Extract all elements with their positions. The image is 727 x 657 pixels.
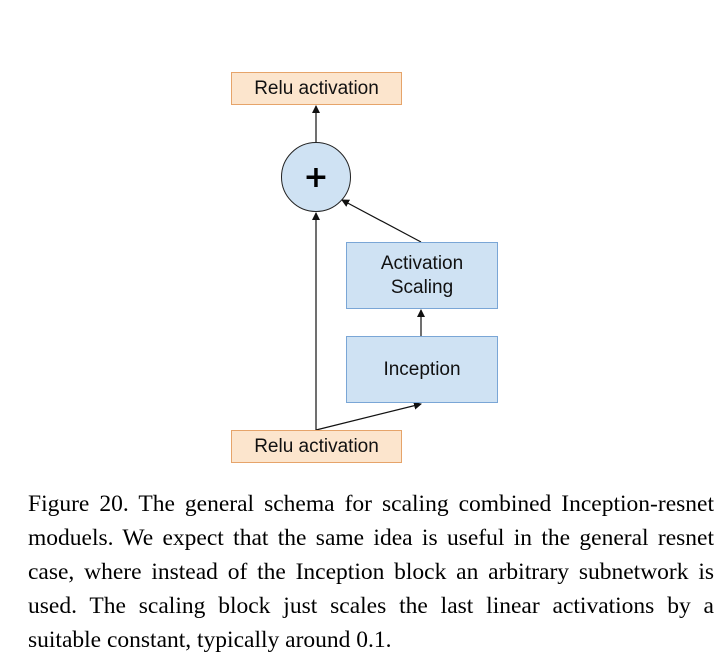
edges: [312, 105, 425, 431]
edge-relu-to-inception: [315, 401, 422, 431]
relu-activation-top-label: Relu activation: [254, 77, 379, 99]
figure-caption: Figure 20. The general schema for scalin…: [28, 491, 714, 653]
inception-label: Inception: [383, 358, 461, 380]
edge-scaling-to-add: [341, 199, 422, 243]
activation-scaling-label: Activation Scaling: [380, 252, 464, 298]
activation-scaling-block: Activation Scaling: [346, 242, 498, 309]
relu-activation-top: Relu activation: [231, 72, 402, 105]
relu-activation-bottom-label: Relu activation: [254, 435, 379, 457]
relu-activation-bottom: Relu activation: [231, 430, 402, 463]
addition-node: +: [281, 142, 351, 212]
plus-icon: +: [303, 159, 329, 195]
diagram: Relu activation + Activation Scaling Inc…: [231, 72, 498, 463]
inception-block: Inception: [346, 336, 498, 403]
